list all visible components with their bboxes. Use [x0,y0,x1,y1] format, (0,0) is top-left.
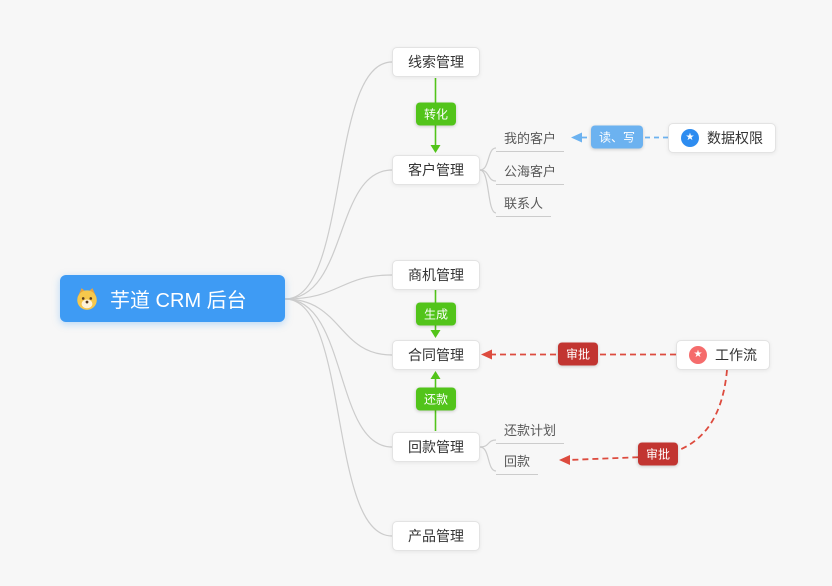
node-data-permission[interactable]: ★ 数据权限 [668,123,776,153]
connector-customer-to-contacts [479,169,497,214]
edge-label-convert: 转化 [415,102,457,126]
child-node-repayment-plan[interactable]: 还款计划 [496,418,565,444]
connector-customer-to-my-customers [479,147,497,171]
green-flow-arrows [430,78,441,431]
arrowhead-receivable-to-contract [430,371,441,379]
star-icon: ★ [689,346,707,364]
node-label: 商机管理 [408,267,464,283]
connector-central-to-receivable [284,298,393,448]
arrowhead-business-to-contract [430,330,441,338]
child-node-public-customers[interactable]: 公海客户 [496,159,565,185]
edge-label-approve-contract: 审批 [557,342,599,366]
connector-receivable-to-plan [479,439,497,448]
node-label: 产品管理 [408,528,464,544]
edge-label-repay: 还款 [415,387,457,411]
node-label: 客户管理 [408,162,464,178]
arrow-workflow-to-payment [567,369,728,461]
arrowhead-workflow-to-contract [481,349,492,360]
connector-receivable-to-payment [479,446,497,472]
arrowhead-permission-to-my-customers [571,132,582,143]
star-icon: ★ [681,129,699,147]
customer-child-connectors [479,147,497,214]
connector-central-to-lead [284,61,393,300]
edge-label-generate: 生成 [415,302,457,326]
node-product-management[interactable]: 产品管理 [392,521,480,551]
edge-label-approve-receivable: 审批 [637,442,679,466]
node-business-management[interactable]: 商机管理 [392,260,480,290]
child-node-my-customers[interactable]: 我的客户 [496,126,565,152]
node-label: 线索管理 [408,54,464,70]
receivable-child-connectors [479,439,497,472]
child-node-contacts[interactable]: 联系人 [496,191,552,217]
connector-central-to-business [284,274,393,300]
node-contract-management[interactable]: 合同管理 [392,340,480,370]
central-node-label: 芋道 CRM 后台 [110,290,247,312]
connector-central-to-customer [284,169,393,300]
node-receivable-management[interactable]: 回款管理 [392,432,480,462]
node-customer-management[interactable]: 客户管理 [392,155,480,185]
dog-icon [74,286,100,312]
node-label: 工作流 [715,347,757,363]
connector-central-to-product [284,298,393,537]
node-workflow[interactable]: ★ 工作流 [676,340,770,370]
node-lead-management[interactable]: 线索管理 [392,47,480,77]
child-node-payment[interactable]: 回款 [496,449,539,475]
arrowhead-lead-to-customer [430,145,441,153]
central-node-crm-backend[interactable]: 芋道 CRM 后台 [60,275,285,322]
connector-central-to-contract [284,298,393,356]
node-label: 合同管理 [408,347,464,363]
node-label: 回款管理 [408,439,464,455]
central-connectors [284,61,393,537]
node-label: 数据权限 [707,130,763,146]
arrowhead-workflow-to-payment [559,455,570,465]
edge-label-read-write: 读、写 [590,125,644,149]
